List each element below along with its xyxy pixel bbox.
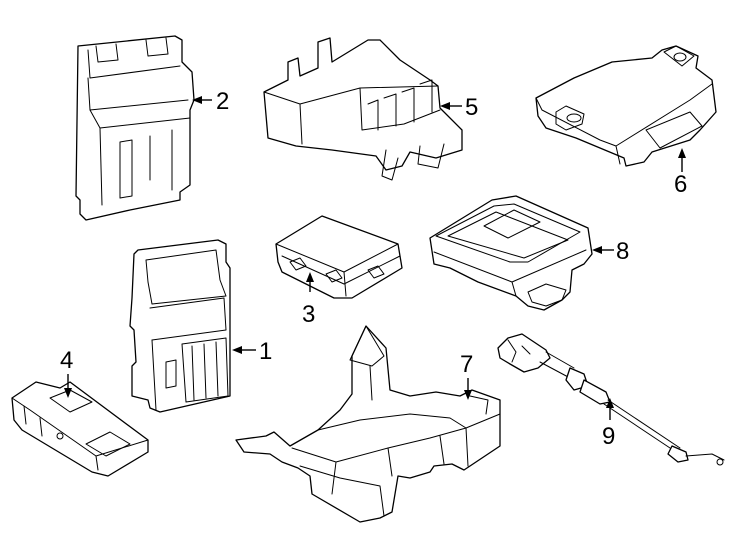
part-3-box-module	[275, 215, 403, 299]
part-9-wire-harness	[497, 333, 725, 466]
callout-1: 1	[259, 338, 272, 365]
part-2-bracket	[75, 35, 195, 221]
callout-8: 8	[616, 238, 629, 265]
callout-2: 2	[216, 88, 229, 115]
part-1-module	[129, 239, 231, 413]
part-4-sensor-module	[11, 381, 149, 477]
callout-3: 3	[302, 301, 315, 328]
leaders	[64, 96, 686, 420]
callout-9: 9	[602, 423, 615, 450]
callout-7: 7	[460, 351, 473, 378]
part-8-ecu-housing	[429, 195, 593, 311]
callout-4: 4	[60, 347, 73, 374]
callout-5: 5	[465, 94, 478, 121]
part-5-relay-box	[263, 37, 463, 181]
part-6-control-module	[535, 45, 717, 167]
part-7-tray-bracket	[235, 325, 501, 523]
callout-6: 6	[674, 171, 687, 198]
callout-labels: 1 2 3 4 5 6 7 8 9	[60, 88, 687, 450]
